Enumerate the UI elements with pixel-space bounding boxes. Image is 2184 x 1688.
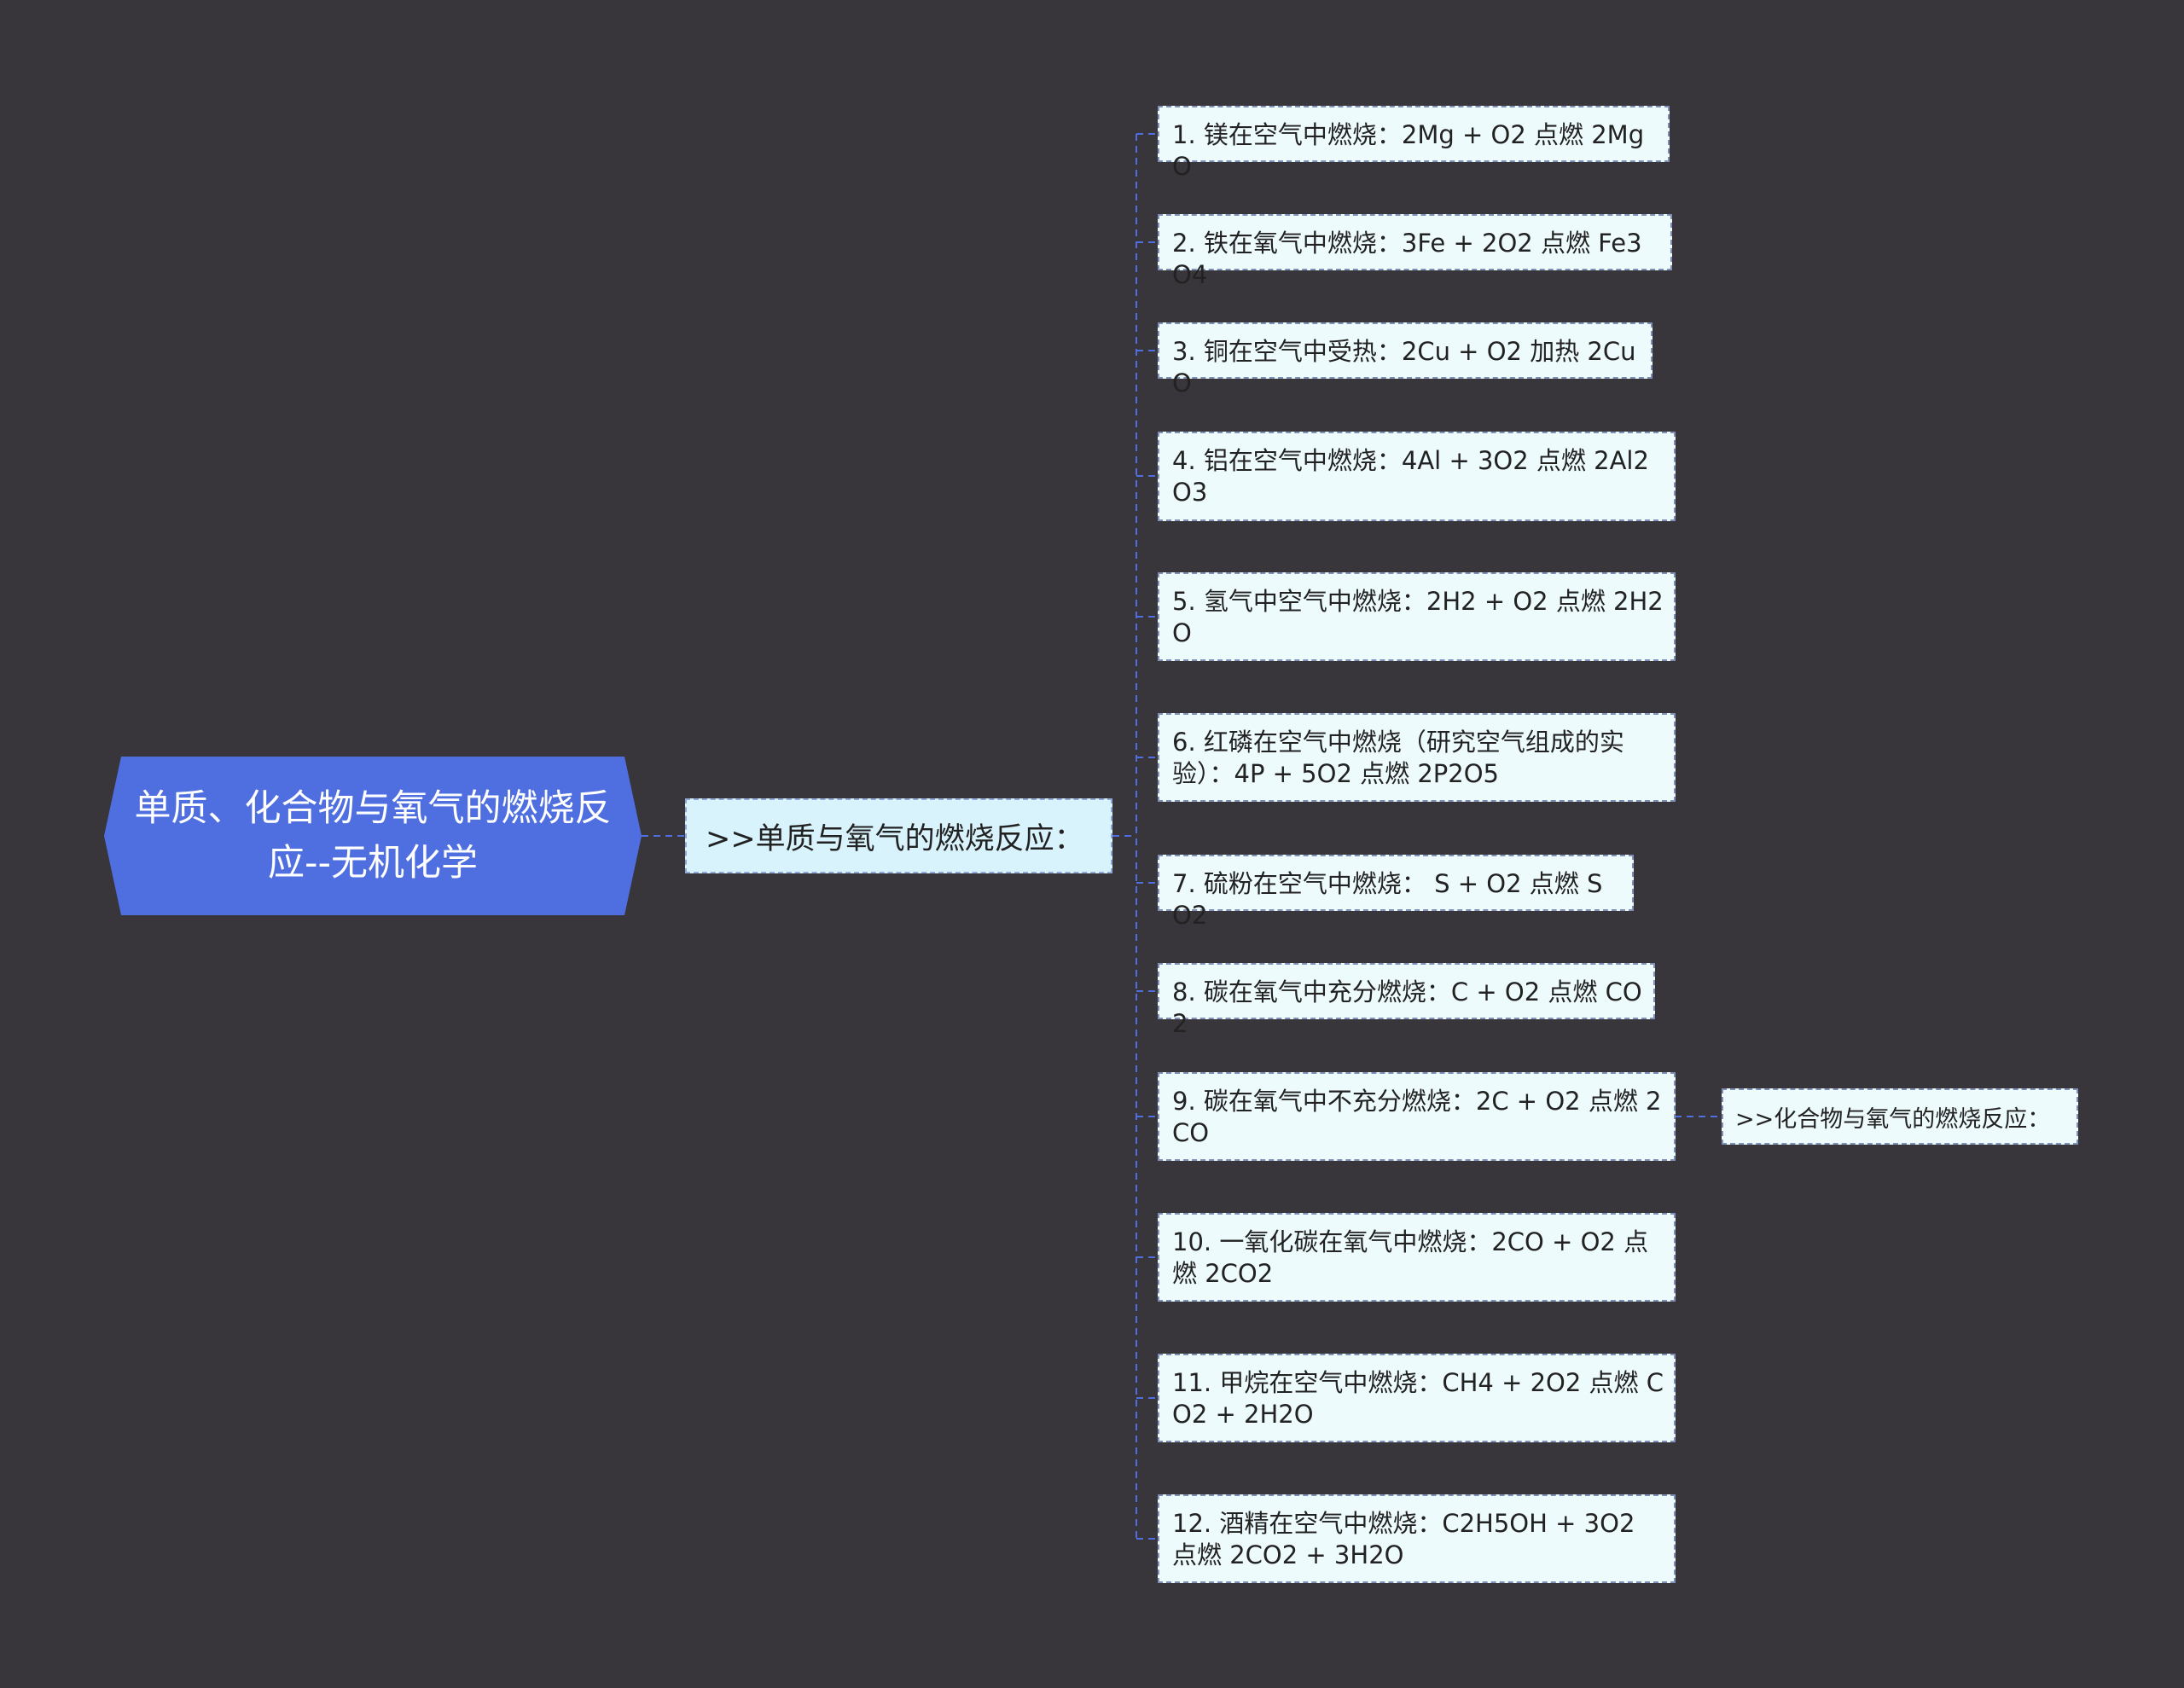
reaction-label: 9. 碳在氧气中不充分燃烧：2C + O2 点燃 2CO — [1172, 1087, 1662, 1147]
reaction-node-3[interactable]: 3. 铜在空气中受热：2Cu + O2 加热 2CuO — [1158, 322, 1653, 397]
reaction-label: 12. 酒精在空气中燃烧：C2H5OH + 3O2 点燃 2CO2 + 3H2O — [1172, 1509, 1635, 1569]
reaction-node-12[interactable]: 12. 酒精在空气中燃烧：C2H5OH + 3O2 点燃 2CO2 + 3H2O — [1158, 1494, 1676, 1583]
reaction-label: 11. 甲烷在空气中燃烧：CH4 + 2O2 点燃 CO2 + 2H2O — [1172, 1368, 1664, 1429]
reaction-label: 4. 铝在空气中燃烧：4Al + 3O2 点燃 2Al2O3 — [1172, 446, 1649, 507]
reaction-label: 7. 硫粉在空气中燃烧： S + O2 点燃 SO2 — [1172, 869, 1603, 930]
reaction-node-10[interactable]: 10. 一氧化碳在氧气中燃烧：2CO + O2 点燃 2CO2 — [1158, 1213, 1676, 1302]
root-topic[interactable]: 单质、化合物与氧气的燃烧反应--无机化学 — [104, 757, 642, 915]
reaction-label: 2. 铁在氧气中燃烧：3Fe + 2O2 点燃 Fe3O4 — [1172, 229, 1642, 289]
reaction-node-8[interactable]: 8. 碳在氧气中充分燃烧：C + O2 点燃 CO2 — [1158, 963, 1655, 1038]
reaction-node-5[interactable]: 5. 氢气中空气中燃烧：2H2 + O2 点燃 2H2O — [1158, 572, 1676, 661]
reaction-label: 8. 碳在氧气中充分燃烧：C + O2 点燃 CO2 — [1172, 977, 1642, 1038]
reaction-label: 3. 铜在空气中受热：2Cu + O2 加热 2CuO — [1172, 337, 1636, 397]
reaction-node-9[interactable]: 9. 碳在氧气中不充分燃烧：2C + O2 点燃 2CO — [1158, 1072, 1676, 1161]
sub-topic-compounds-combustion[interactable]: >>化合物与氧气的燃烧反应： — [1722, 1088, 2078, 1145]
reaction-node-11[interactable]: 11. 甲烷在空气中燃烧：CH4 + 2O2 点燃 CO2 + 2H2O — [1158, 1354, 1676, 1442]
reaction-label: 5. 氢气中空气中燃烧：2H2 + O2 点燃 2H2O — [1172, 587, 1664, 647]
reaction-label: 10. 一氧化碳在氧气中燃烧：2CO + O2 点燃 2CO2 — [1172, 1227, 1649, 1288]
reaction-label: 1. 镁在空气中燃烧：2Mg + O2 点燃 2MgO — [1172, 120, 1645, 181]
branch-topic-label: >>单质与氧气的燃烧反应： — [706, 821, 1084, 856]
reaction-node-4[interactable]: 4. 铝在空气中燃烧：4Al + 3O2 点燃 2Al2O3 — [1158, 432, 1676, 521]
sub-topic-label: >>化合物与氧气的燃烧反应： — [1735, 1105, 2051, 1133]
root-topic-title: 单质、化合物与氧气的燃烧反应--无机化学 — [134, 787, 612, 885]
reaction-label: 6. 红磷在空气中燃烧（研究空气组成的实验）：4P + 5O2 点燃 2P2O5 — [1172, 728, 1624, 788]
branch-topic-elements-combustion[interactable]: >>单质与氧气的燃烧反应： — [685, 798, 1112, 873]
reaction-node-1[interactable]: 1. 镁在空气中燃烧：2Mg + O2 点燃 2MgO — [1158, 106, 1670, 181]
reaction-node-2[interactable]: 2. 铁在氧气中燃烧：3Fe + 2O2 点燃 Fe3O4 — [1158, 214, 1672, 289]
reaction-node-7[interactable]: 7. 硫粉在空气中燃烧： S + O2 点燃 SO2 — [1158, 855, 1634, 930]
reaction-node-6[interactable]: 6. 红磷在空气中燃烧（研究空气组成的实验）：4P + 5O2 点燃 2P2O5 — [1158, 713, 1676, 802]
